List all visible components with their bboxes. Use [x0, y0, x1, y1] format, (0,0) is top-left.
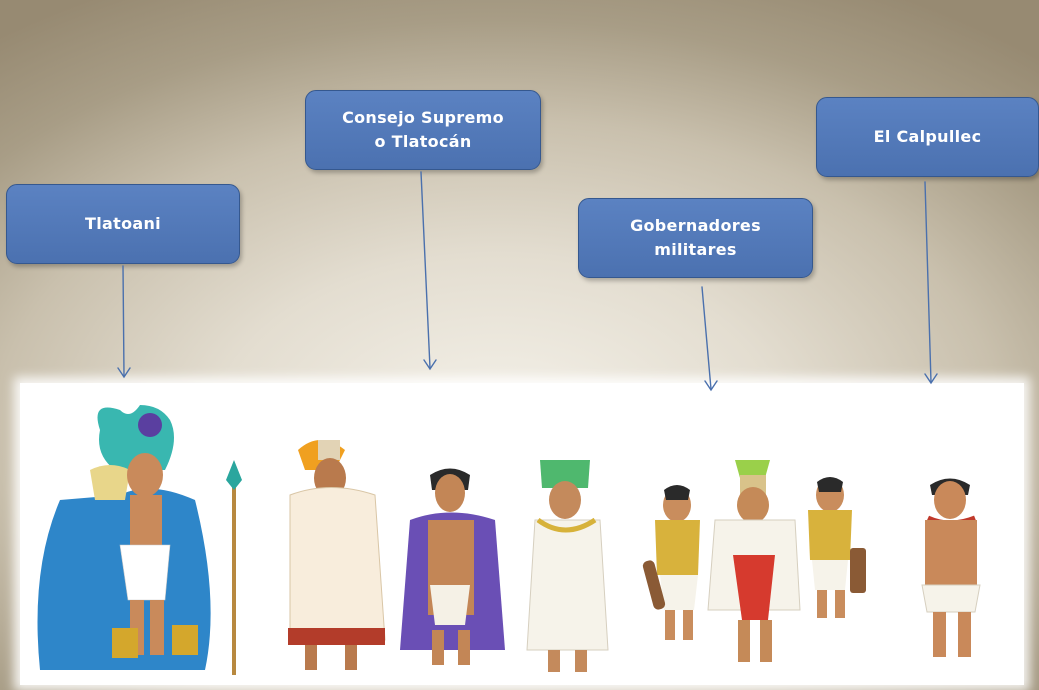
label-el-calpullec-text: El Calpullec [873, 127, 982, 146]
tlatoani-figure [37, 405, 242, 675]
council-member-purple-figure [400, 468, 505, 665]
label-el-calpullec: El Calpullec [816, 97, 1039, 177]
calpullec-figure [921, 478, 981, 657]
military-governor-center-figure [707, 460, 801, 662]
military-governor-right-figure [808, 477, 866, 618]
council-member-figure [288, 440, 386, 670]
council-member-green-headdress-figure [526, 460, 609, 672]
label-tlatoani-text: Tlatoani [85, 214, 161, 233]
label-gobernadores-militares-text: Gobernadores militares [630, 216, 761, 259]
label-consejo-supremo-text: Consejo Supremo o Tlatocán [342, 108, 504, 151]
label-consejo-supremo: Consejo Supremo o Tlatocán [305, 90, 541, 170]
military-governor-figure [642, 485, 700, 640]
label-gobernadores-militares: Gobernadores militares [578, 198, 813, 278]
label-tlatoani: Tlatoani [6, 184, 240, 264]
